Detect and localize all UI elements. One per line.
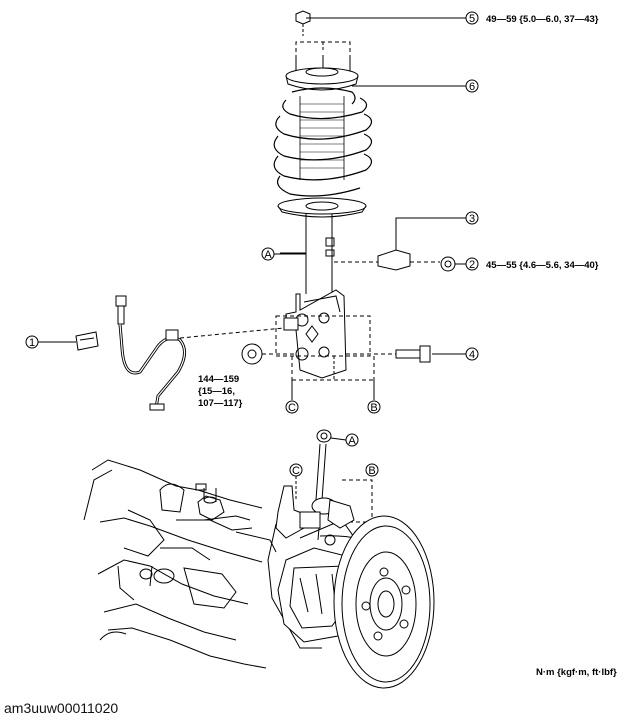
strut-exploded-view (75, 10, 456, 411)
steering-knuckle (267, 485, 357, 649)
callout-c-lower: C (292, 465, 300, 477)
callout-6-label: 6 (469, 81, 475, 93)
strut-mount (285, 67, 359, 91)
callout-3-label: 3 (469, 213, 475, 225)
callout-c-upper: C (288, 402, 296, 414)
callout-b-upper: B (370, 402, 377, 414)
lower-nut (241, 343, 296, 365)
callout-b-lower: B (368, 465, 375, 477)
lower-spring-seat (277, 197, 367, 218)
units-note: N·m {kgf·m, ft·lbf} (536, 667, 617, 678)
installed-view (83, 429, 435, 689)
knuckle-bracket (283, 289, 347, 379)
brake-hose (115, 295, 186, 411)
bracket-nut (377, 249, 456, 272)
coil-spring (273, 87, 373, 197)
strut-body (305, 214, 335, 294)
hose-clip (75, 331, 99, 351)
through-bolt (346, 345, 431, 363)
callout-2-label: 2 (469, 259, 475, 271)
callout-a-upper: A (264, 249, 272, 261)
callouts (25, 11, 479, 414)
callout-a-lower: A (348, 435, 356, 447)
subframe (83, 459, 277, 669)
callout-5-label: 5 (469, 13, 475, 25)
torque-spec-2: 45—55 {4.6—5.6, 34—40} (486, 260, 599, 271)
figure-id: am3uuw00011020 (4, 700, 119, 716)
torque-spec-5: 49—59 {5.0—6.0, 37—43} (486, 14, 599, 25)
brake-rotor (333, 515, 435, 689)
callout-4-label: 4 (469, 349, 475, 361)
callout-1-label: 1 (29, 337, 35, 349)
top-nut (295, 10, 311, 36)
torque-spec-lower-line1: 144—159 (198, 374, 239, 385)
torque-spec-lower-line3: 107—117} (198, 398, 243, 409)
torque-spec-lower-line2: {15—16, (198, 386, 235, 397)
